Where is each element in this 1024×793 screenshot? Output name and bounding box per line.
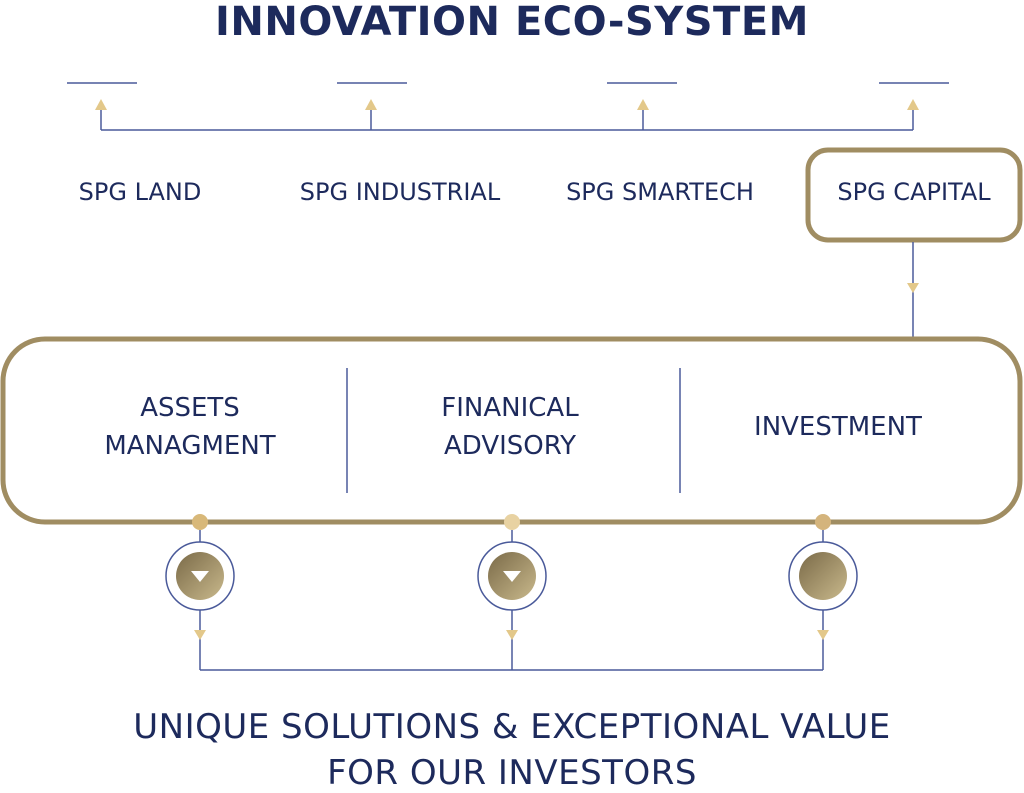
company-label-spg-capital: SPG CAPITAL (837, 178, 991, 206)
down-arrow-icon (506, 630, 518, 640)
connector-dot (192, 514, 208, 530)
service-financial-advisory: FINANICAL ADVISORY (380, 389, 640, 465)
solid-circle-icon (788, 541, 858, 611)
company-label-spg-land: SPG LAND (78, 178, 202, 206)
down-arrow-icons (194, 630, 829, 640)
top-connector (67, 82, 949, 131)
service-line: INVESTMENT (754, 412, 922, 442)
service-line: ADVISORY (443, 431, 577, 461)
down-arrow-icon (194, 630, 206, 640)
bottom-line-1: UNIQUE SOLUTIONS & EXCEPTIONAL VALUE (133, 707, 891, 747)
up-arrow-icon (907, 99, 919, 110)
service-line: ASSETS (140, 393, 240, 423)
service-line: FINANICAL (441, 393, 579, 423)
up-arrow-icons (95, 99, 919, 110)
connector-dot (504, 514, 520, 530)
down-arrow-icon (907, 283, 919, 293)
service-line: MANAGMENT (104, 431, 276, 461)
company-label-spg-industrial: SPG INDUSTRIAL (299, 178, 501, 206)
connector-dot (815, 514, 831, 530)
triangle-down-icon (165, 541, 235, 611)
spg-capital-box (805, 147, 1023, 243)
company-label-spg-smartech: SPG SMARTECH (566, 178, 754, 206)
bottom-line-2: FOR OUR INVESTORS (327, 753, 697, 793)
up-arrow-icon (637, 99, 649, 110)
service-investment: INVESTMENT (710, 408, 966, 446)
down-arrow-icon (817, 630, 829, 640)
up-arrow-icon (95, 99, 107, 110)
triangle-down-icon (477, 541, 547, 611)
up-arrow-icon (365, 99, 377, 110)
page-title: INNOVATION ECO-SYSTEM (215, 0, 809, 45)
service-assets-management: ASSETS MANAGMENT (60, 389, 320, 465)
